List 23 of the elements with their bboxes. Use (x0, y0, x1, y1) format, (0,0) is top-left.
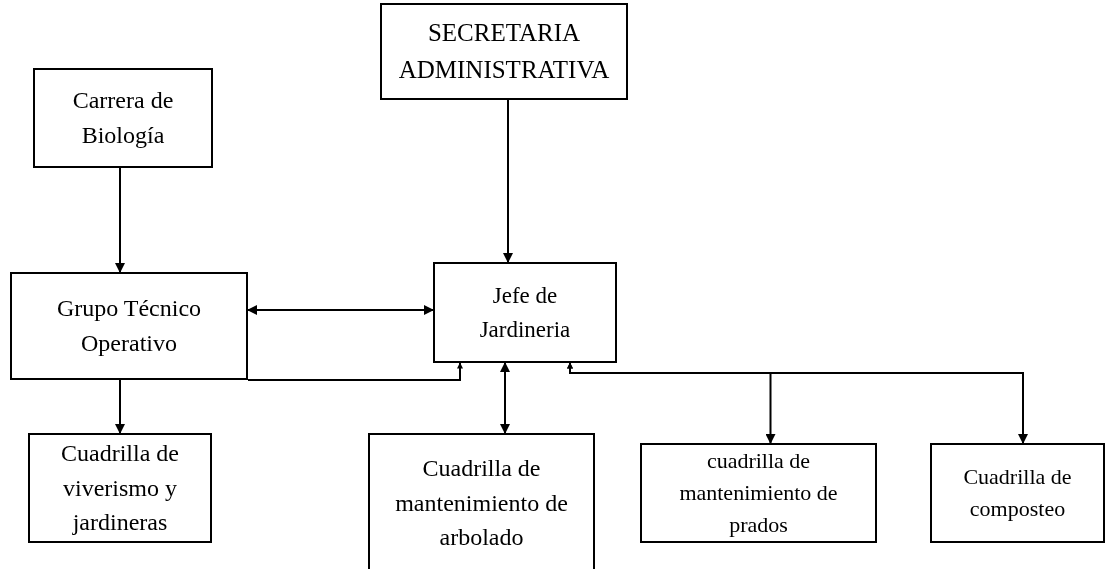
org-box (930, 443, 1105, 543)
box-label: Cuadrilla de viverismo y jardineras (60, 438, 180, 538)
connector-arrow (247, 305, 434, 315)
box-label: Grupo Técnico Operativo (55, 294, 203, 358)
org-box (368, 433, 595, 569)
box-label: Carrera de Biología (71, 86, 175, 150)
box-label: Cuadrilla de composteo (962, 463, 1073, 523)
connector-arrow (500, 362, 510, 434)
org-box (433, 262, 617, 363)
org-box (33, 68, 213, 168)
org-box (640, 443, 877, 543)
org-box (10, 272, 248, 380)
connector-arrow (115, 379, 125, 434)
org-box (380, 3, 628, 100)
box-label: SECRETARIA ADMINISTRATIVA (398, 18, 610, 85)
org-box (28, 433, 212, 543)
box-label: Jefe de Jardineria (478, 282, 572, 344)
connector-arrow (115, 167, 125, 273)
box-label: Cuadrilla de mantenimiento de arbolado (394, 453, 569, 553)
connector-arrow (503, 99, 513, 263)
connector-arrow (247, 362, 463, 381)
connector-arrow (567, 362, 1028, 444)
box-label: cuadrilla de mantenimiento de prados (678, 447, 839, 539)
